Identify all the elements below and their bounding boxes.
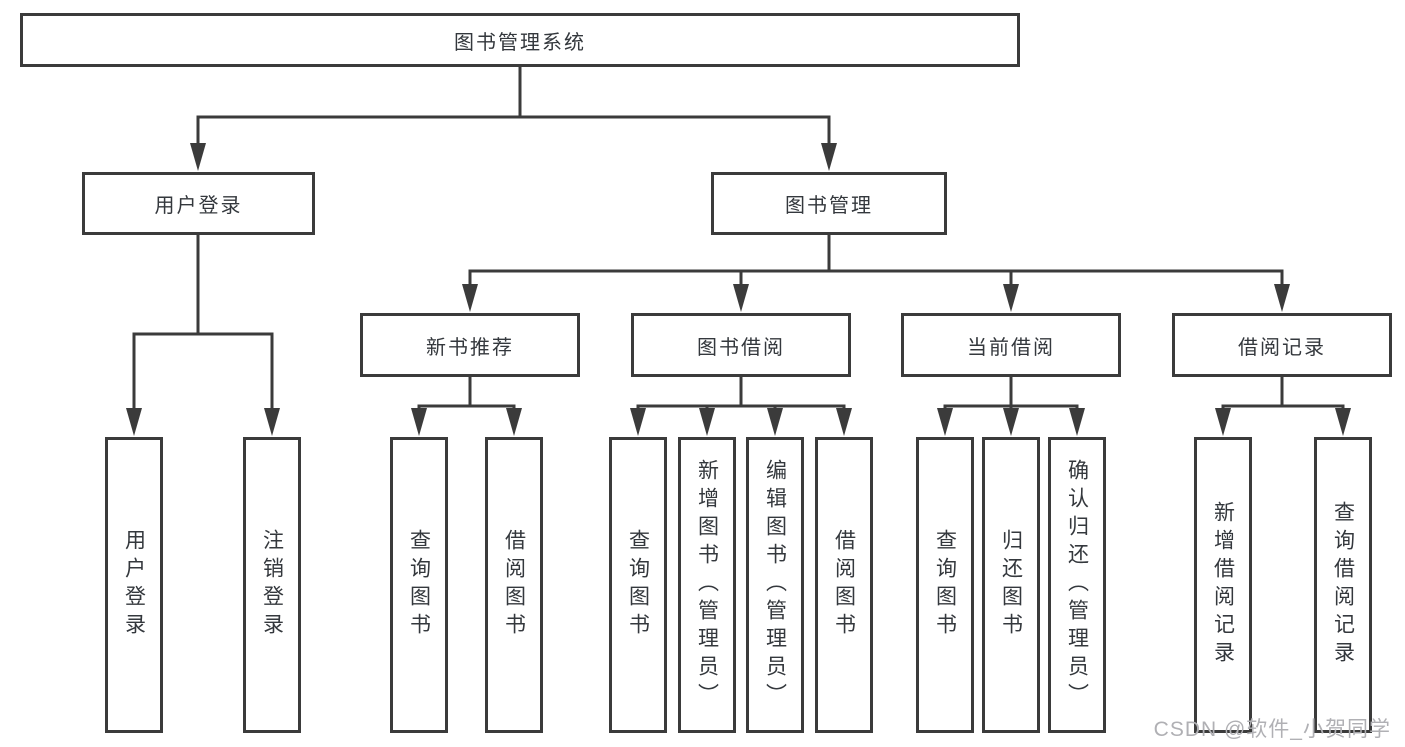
node-record-query-record: 查询借阅记录 [1314, 437, 1372, 733]
node-current-confirm-return-admin: 确认归还（管理员） [1048, 437, 1106, 733]
node-record-add-record: 新增借阅记录 [1194, 437, 1252, 733]
node-leaf-user-login: 用户登录 [105, 437, 163, 733]
node-borrow-edit-book-admin: 编辑图书（管理员） [746, 437, 804, 733]
node-new-book-recommend: 新书推荐 [360, 313, 580, 377]
node-book-borrow: 图书借阅 [631, 313, 851, 377]
node-newrec-query-book: 查询图书 [390, 437, 448, 733]
node-borrow-query-book: 查询图书 [609, 437, 667, 733]
node-newrec-borrow-book: 借阅图书 [485, 437, 543, 733]
node-current-borrow: 当前借阅 [901, 313, 1121, 377]
node-root: 图书管理系统 [20, 13, 1020, 67]
node-leaf-logout: 注销登录 [243, 437, 301, 733]
node-current-return-book: 归还图书 [982, 437, 1040, 733]
csdn-watermark: CSDN @软件_小贺同学 [1153, 718, 1391, 741]
node-borrow-add-book-admin: 新增图书（管理员） [678, 437, 736, 733]
node-user-login: 用户登录 [82, 172, 315, 235]
node-borrow-borrow-book: 借阅图书 [815, 437, 873, 733]
node-book-management: 图书管理 [711, 172, 947, 235]
node-borrow-record: 借阅记录 [1172, 313, 1392, 377]
node-current-query-book: 查询图书 [916, 437, 974, 733]
